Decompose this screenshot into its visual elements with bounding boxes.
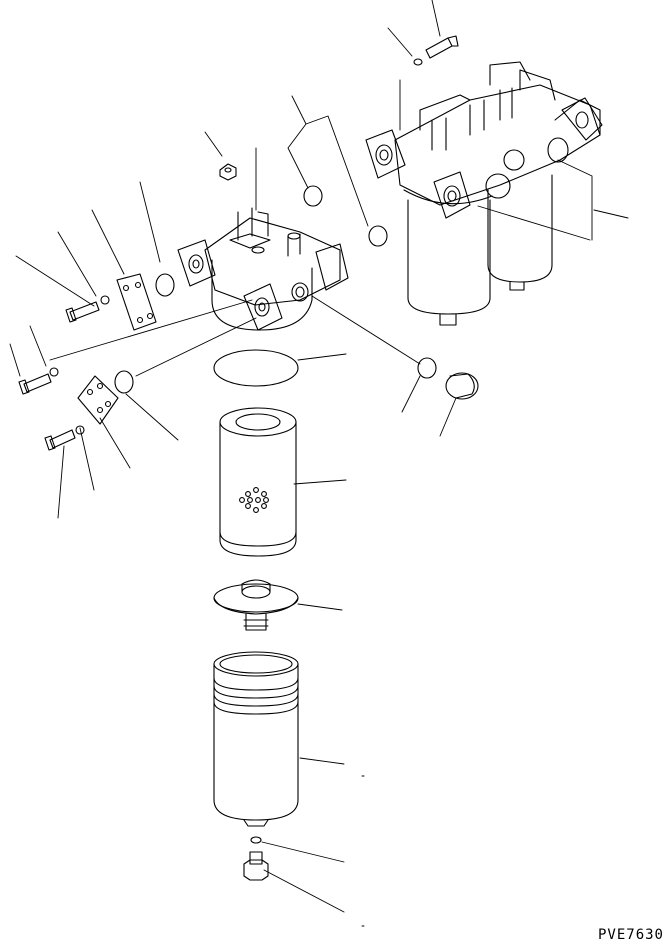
o-ring [115,371,133,393]
leader-lines [10,0,628,926]
cover-plate [78,376,118,424]
o-ring [418,358,436,378]
o-ring [214,350,298,386]
mounting-bolt [45,426,84,450]
cover-plate [117,274,156,330]
o-ring [304,186,322,206]
drawing-code: PVE7630 [597,927,664,943]
drain-plug [244,852,268,880]
filter-case [214,652,298,826]
blind-plug [446,373,478,399]
filter-head [178,208,348,330]
head-nut [220,164,236,180]
dual-filter-assembly [366,62,602,325]
filter-element [220,408,296,556]
assembly-bolt [414,36,458,65]
mounting-bolt [19,368,58,394]
o-ring [156,274,174,296]
o-ring [251,837,261,843]
mounting-bolt [66,296,109,322]
o-ring [369,226,387,246]
spring-seat [214,580,298,630]
